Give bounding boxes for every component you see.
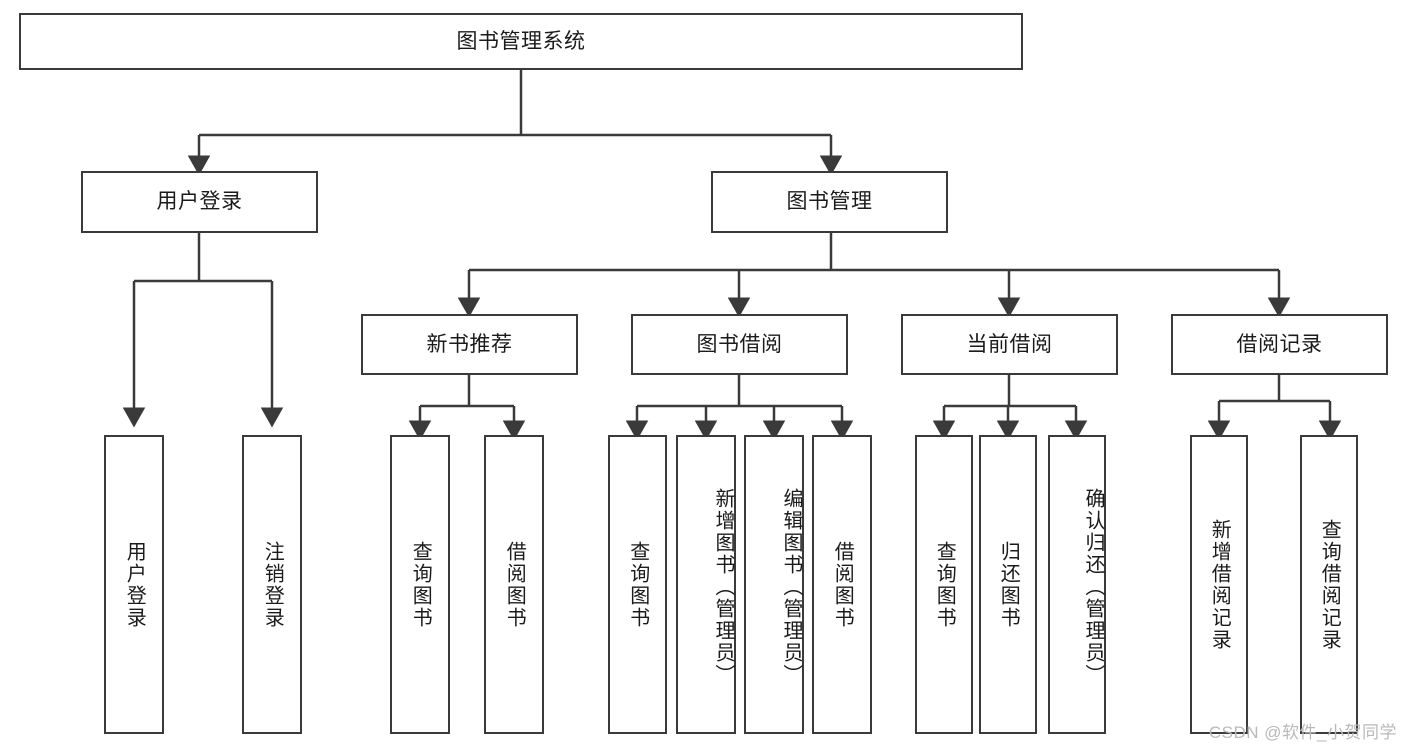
leaf-add-book[interactable]: 新增图书（管理员） xyxy=(676,435,736,734)
node-new-book-rec-label: 新书推荐 xyxy=(426,332,513,356)
leaf-query-book-1-label: 查询图书 xyxy=(409,540,432,629)
node-book-manage-label: 图书管理 xyxy=(786,190,873,214)
leaf-add-book-label: 新增图书（管理员） xyxy=(712,487,734,686)
node-new-book-rec[interactable]: 新书推荐 xyxy=(361,314,578,375)
leaf-edit-book-label: 编辑图书（管理员） xyxy=(780,487,802,686)
node-book-manage[interactable]: 图书管理 xyxy=(711,171,948,233)
node-user-login-label: 用户登录 xyxy=(156,190,243,214)
node-root[interactable]: 图书管理系统 xyxy=(19,13,1023,70)
leaf-add-record[interactable]: 新增借阅记录 xyxy=(1190,435,1248,734)
node-borrow-record-label: 借阅记录 xyxy=(1236,332,1323,356)
leaf-borrow-book-2[interactable]: 借阅图书 xyxy=(812,435,872,734)
leaf-query-record[interactable]: 查询借阅记录 xyxy=(1300,435,1358,734)
leaf-return-book-label: 归还图书 xyxy=(997,540,1020,629)
leaf-borrow-book-1-label: 借阅图书 xyxy=(503,540,526,629)
leaf-add-record-label: 新增借阅记录 xyxy=(1208,518,1231,651)
leaf-query-book-3-label: 查询图书 xyxy=(933,540,956,629)
node-borrow-record[interactable]: 借阅记录 xyxy=(1171,314,1388,375)
leaf-return-book[interactable]: 归还图书 xyxy=(979,435,1037,734)
node-current-borrow[interactable]: 当前借阅 xyxy=(901,314,1118,375)
leaf-user-login[interactable]: 用户登录 xyxy=(104,435,164,734)
node-user-login[interactable]: 用户登录 xyxy=(81,171,318,233)
leaf-confirm-return-label: 确认归还（管理员） xyxy=(1082,487,1104,686)
node-book-borrow-label: 图书借阅 xyxy=(696,332,783,356)
leaf-borrow-book-2-label: 借阅图书 xyxy=(831,540,854,629)
leaf-edit-book[interactable]: 编辑图书（管理员） xyxy=(744,435,804,734)
leaf-logout[interactable]: 注销登录 xyxy=(242,435,302,734)
node-current-borrow-label: 当前借阅 xyxy=(966,332,1053,356)
leaf-confirm-return[interactable]: 确认归还（管理员） xyxy=(1048,435,1106,734)
leaf-logout-label: 注销登录 xyxy=(261,540,284,629)
node-book-borrow[interactable]: 图书借阅 xyxy=(631,314,848,375)
leaf-query-book-3[interactable]: 查询图书 xyxy=(915,435,973,734)
leaf-user-login-label: 用户登录 xyxy=(123,540,146,629)
leaf-borrow-book-1[interactable]: 借阅图书 xyxy=(484,435,544,734)
node-root-label: 图书管理系统 xyxy=(456,29,586,53)
leaf-query-book-2-label: 查询图书 xyxy=(626,540,649,629)
leaf-query-book-2[interactable]: 查询图书 xyxy=(608,435,667,734)
leaf-query-record-label: 查询借阅记录 xyxy=(1318,518,1341,651)
leaf-query-book-1[interactable]: 查询图书 xyxy=(390,435,450,734)
